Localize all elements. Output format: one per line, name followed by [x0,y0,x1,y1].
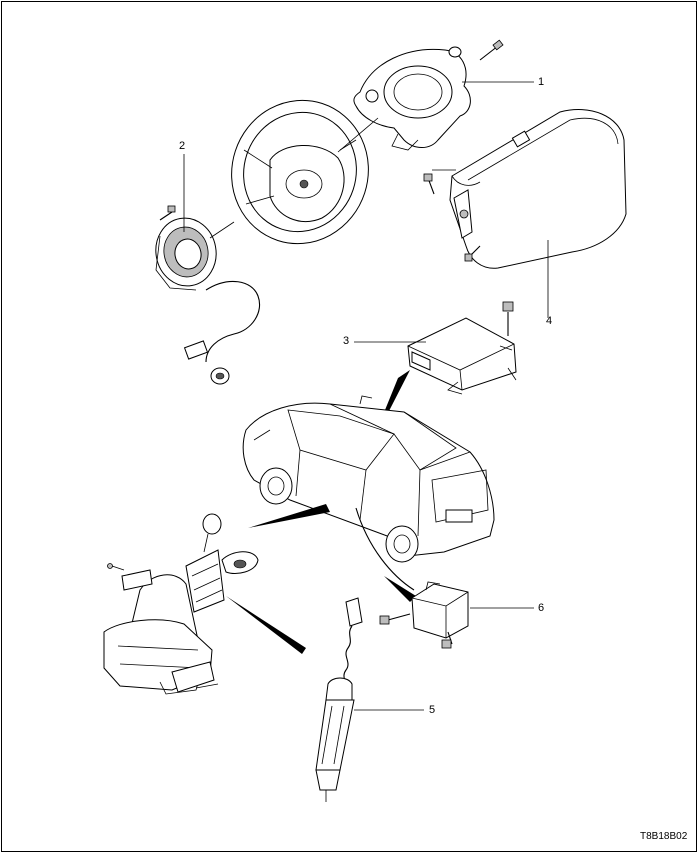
vehicle-body [242,395,495,563]
location-wedge-side-sensor [384,576,416,602]
clock-spring [155,217,260,385]
steering-wheel [231,99,379,245]
driver-airbag-module [353,46,471,151]
airbag-control-module [407,317,517,395]
curtain-airbag [315,597,363,802]
callout-4: 4 [546,315,553,327]
location-wedge-seat-to-curtain [226,596,306,654]
control-module-bolt [499,301,514,351]
location-wedge-seat [248,504,330,528]
callout-2: 2 [179,140,186,152]
callout-1: 1 [538,76,545,88]
callout-6: 6 [538,602,545,614]
airbag-module-bolt [479,39,504,61]
callout-3: 3 [343,335,350,347]
passenger-airbag-module [449,109,627,269]
side-sensor-bolts [379,613,453,649]
callout-5: 5 [429,704,436,716]
figure-reference-code: T8B18B02 [640,831,688,842]
seat-side-airbag-module [185,513,259,613]
seat-assembly [103,563,219,695]
side-impact-sensor [411,581,469,639]
passenger-airbag-bolts [423,169,481,262]
clock-spring-screw [159,205,176,221]
indicator-line-to-side-sensor [355,507,415,591]
